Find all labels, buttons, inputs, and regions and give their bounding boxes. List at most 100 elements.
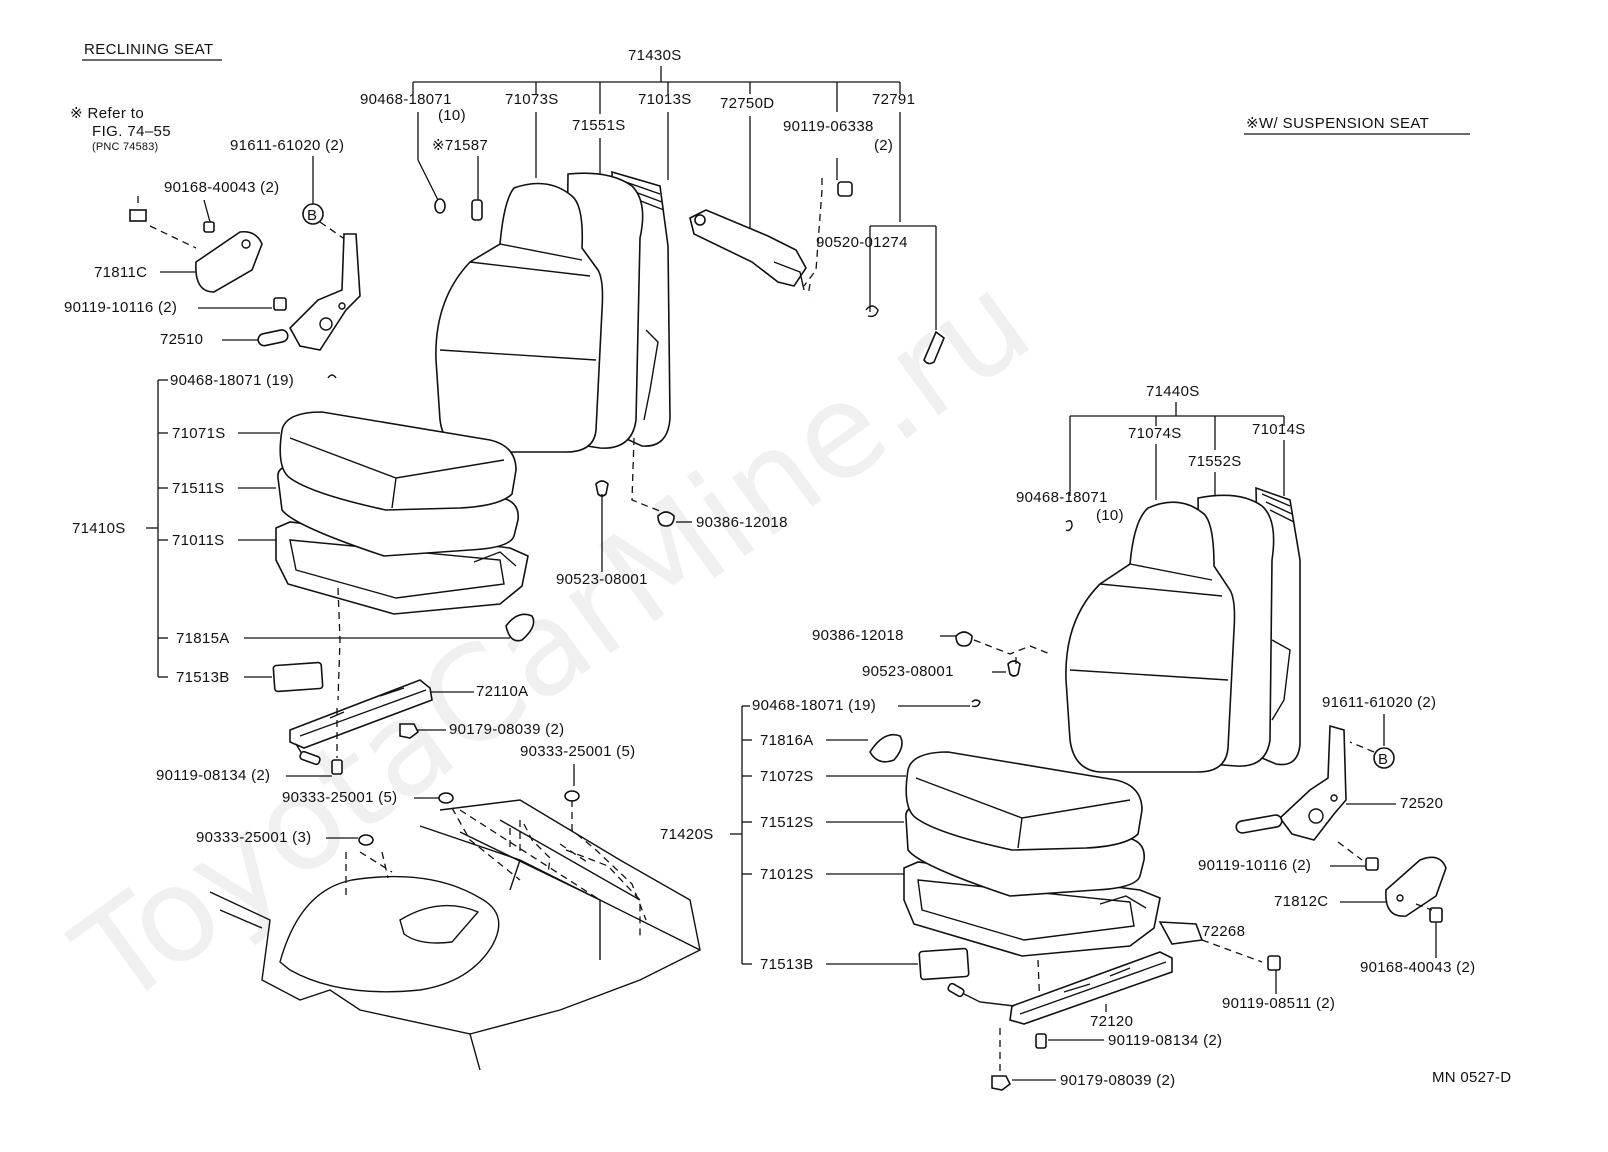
label-71420S: 71420S	[660, 826, 714, 843]
label-90179-08039-left: 90179-08039 (2)	[449, 721, 564, 738]
label-90168-40043-right: 90168-40043 (2)	[1360, 959, 1475, 976]
label-90119-10116-right: 90119-10116 (2)	[1198, 857, 1311, 874]
reclining-seat-title: RECLINING SEAT	[84, 41, 214, 58]
label-71812C: 71812C	[1274, 893, 1328, 910]
figure-code: MN 0527-D	[1432, 1069, 1511, 1086]
label-90119-10116-left: 90119-10116 (2)	[64, 299, 177, 316]
label-90168-40043-left: 90168-40043 (2)	[164, 179, 279, 196]
nut-90386-12018-right	[955, 631, 973, 647]
label-72791: 72791	[872, 91, 915, 108]
refer-note-line2: FIG. 74–55	[92, 123, 171, 140]
bolt-90119-10116-left	[273, 297, 287, 311]
label-71551S: 71551S	[572, 117, 626, 134]
label-90523-08001-left: 90523-08001	[556, 571, 648, 588]
suspension-back-callouts: 71440S 71074S 71552S 71014S 90468-18071 …	[812, 383, 1305, 680]
reclining-track-callouts: 72110A 90179-08039 (2) 90119-08134 (2) 9…	[156, 683, 635, 846]
plug-90333-25001-b	[564, 790, 580, 802]
reclining-back-fasteners: 90523-08001 90386-12018	[556, 437, 788, 588]
reclining-seat-back	[435, 170, 671, 453]
label-90523-08001-right: 90523-08001	[862, 663, 954, 680]
label-90119-08511: 90119-08511 (2)	[1222, 995, 1335, 1012]
label-71511S: 71511S	[172, 480, 224, 497]
clip-90520-01274	[865, 305, 879, 318]
label-72520: 72520	[1400, 795, 1443, 812]
label-71811C: 71811C	[94, 264, 147, 281]
label-90468-18071-right: 90468-18071	[1016, 489, 1108, 506]
recliner-adjuster-72750D	[689, 209, 811, 297]
label-90179-08039-right: 90179-08039 (2)	[1060, 1072, 1175, 1089]
label-71552S: 71552S	[1188, 453, 1242, 470]
cover-71815A	[505, 613, 535, 642]
floor-panel	[209, 799, 701, 1071]
cover-71587	[471, 199, 483, 221]
label-90468-18071: 90468-18071	[360, 91, 452, 108]
refer-note-line3: (PNC 74583)	[92, 141, 158, 153]
refer-note-line1: ※ Refer to	[70, 105, 144, 122]
cover-71816A	[869, 733, 903, 763]
cover-71811C	[195, 230, 263, 293]
cover-71513B-right	[918, 947, 970, 981]
callout-b-circle-right	[1373, 747, 1395, 769]
label-90468-18071-qty: (10)	[438, 107, 466, 124]
suspension-seat-title: ※W/ SUSPENSION SEAT	[1246, 115, 1429, 132]
reclining-left-callouts: 91611-61020 (2) B 90168-40043 (2) 71811C…	[64, 137, 347, 348]
cover-71513B	[272, 661, 324, 693]
seatback-cover-71073S	[435, 182, 604, 453]
fig-ref-part-74583	[129, 209, 147, 222]
label-90119-08134-right: 90119-08134 (2)	[1108, 1032, 1222, 1049]
bracket-72268	[1158, 921, 1204, 945]
cushion-cover-71072S	[905, 751, 1143, 851]
nut-90386-12018-left	[657, 511, 675, 527]
suspension-seat-cushion	[869, 733, 1161, 981]
suspension-seat-track: 72120 90119-08134 (2) 90179-08039 (2)	[947, 921, 1281, 1091]
nut-90179-08039-right	[991, 1075, 1012, 1091]
reclining-seat-cushion	[272, 411, 535, 693]
screw-90168-40043-left	[203, 221, 215, 233]
bolt-90119-08134-left	[331, 759, 343, 775]
label-71440S: 71440S	[1146, 383, 1200, 400]
label-90386-12018-left: 90386-12018	[696, 514, 788, 531]
cushion-cover-71071S	[279, 411, 517, 511]
label-71071S: 71071S	[172, 425, 226, 442]
hinge-bracket-left	[289, 233, 361, 351]
screw-90119-06338	[837, 181, 853, 197]
label-72750D: 72750D	[720, 95, 774, 112]
callout-b-right: B	[1378, 751, 1388, 768]
label-90333-25001-5-right: 90333-25001 (5)	[520, 743, 635, 760]
label-71587: ※71587	[432, 137, 488, 154]
knob-72510	[257, 329, 289, 347]
clip-90468-18071	[434, 198, 446, 214]
suspension-right-callouts: 91611-61020 (2) B 72520 90119-10116 (2) …	[1178, 694, 1475, 1012]
nut-90179-08039-left	[399, 723, 420, 739]
reclining-seat-back-callouts: 71430S 90468-18071 (10) 71073S 71551S 71…	[360, 47, 937, 330]
label-71513B-right: 71513B	[760, 956, 814, 973]
label-71816A: 71816A	[760, 732, 814, 749]
label-71815A: 71815A	[176, 630, 230, 647]
callout-b-circle-left	[302, 203, 324, 225]
label-90119-06338: 90119-06338	[783, 118, 874, 135]
label-90333-25001-5-left: 90333-25001 (5)	[282, 789, 397, 806]
label-71512S: 71512S	[760, 814, 814, 831]
label-90333-25001-3: 90333-25001 (3)	[196, 829, 311, 846]
callout-b-left: B	[307, 207, 317, 224]
reclining-seat-track	[289, 587, 580, 846]
label-90468-18071-right-qty: (10)	[1096, 507, 1124, 524]
label-72268: 72268	[1202, 923, 1245, 940]
bolt-90119-08511	[1267, 955, 1281, 971]
label-71013S: 71013S	[638, 91, 692, 108]
suspension-cushion-callouts: 90468-18071 (19) 71420S 71816A 71072S 71…	[660, 697, 981, 973]
label-90119-06338-qty: (2)	[874, 137, 893, 154]
label-90119-08134-left: 90119-08134 (2)	[156, 767, 270, 784]
reclining-hinge-parts	[129, 196, 361, 351]
label-71410S: 71410S	[72, 520, 126, 537]
label-91611-61020-right: 91611-61020 (2)	[1322, 694, 1436, 711]
label-71072S: 71072S	[760, 768, 814, 785]
screw-90168-40043-right	[1429, 907, 1443, 923]
seatback-cover-71074S	[1065, 501, 1236, 773]
hinge-bracket-right	[1278, 724, 1347, 841]
reclining-back-small-parts	[434, 178, 945, 365]
label-71011S: 71011S	[172, 532, 224, 549]
label-90468-18071-19-left: 90468-18071 (19)	[170, 372, 294, 389]
knob-72520	[1235, 814, 1283, 834]
suspension-hinge-parts	[1235, 724, 1447, 923]
